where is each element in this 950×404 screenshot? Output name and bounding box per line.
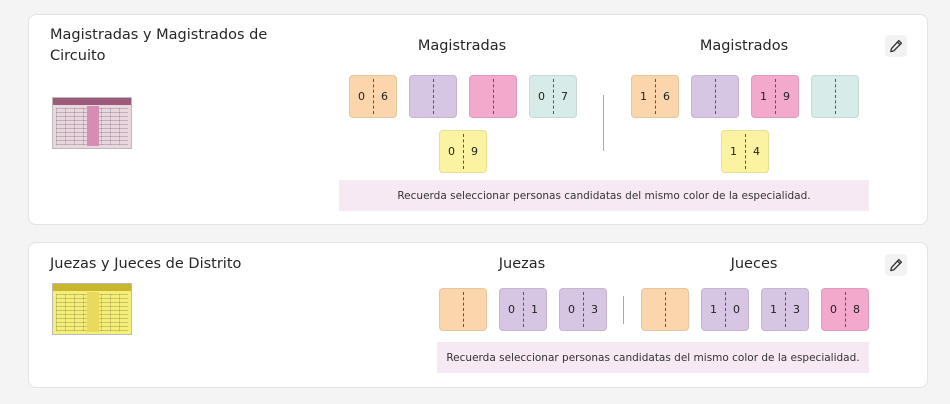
circuit-ballot-thumbnail[interactable]	[52, 97, 132, 149]
slot-digit	[493, 76, 516, 117]
circuit-card-title: Magistradas y Magistrados de Circuito	[50, 27, 268, 64]
district-edit-button[interactable]	[885, 254, 907, 276]
slot-digit: 1	[710, 303, 717, 316]
slot-digit: 7	[561, 90, 568, 103]
slot-digit: 1	[730, 145, 737, 158]
slot-digit: 1	[640, 90, 647, 103]
district-jueces-slot-3[interactable]: 1 3	[761, 288, 809, 331]
pencil-icon	[890, 39, 903, 53]
slot-digit: 0	[538, 90, 545, 103]
slot-digit	[692, 76, 715, 117]
slot-digit	[440, 289, 463, 330]
slot-digit: 3	[793, 303, 800, 316]
slot-digit	[642, 289, 665, 330]
slot-digit: 4	[753, 145, 760, 158]
circuit-color-notice: Recuerda seleccionar personas candidatas…	[339, 180, 869, 211]
slot-digit: 9	[471, 145, 478, 158]
circuit-right-group-title: Magistrados	[699, 38, 789, 54]
district-juezas-slot-1[interactable]	[439, 288, 487, 331]
slot-digit: 0	[733, 303, 740, 316]
slot-digit: 0	[358, 90, 365, 103]
circuit-magistradas-slot-4[interactable]: 0 7	[529, 75, 577, 118]
slot-digit: 1	[760, 90, 767, 103]
circuit-magistrados-slot-1[interactable]: 1 6	[631, 75, 679, 118]
district-right-group-title: Jueces	[730, 256, 778, 272]
pencil-icon	[890, 258, 903, 272]
slot-digit: 0	[830, 303, 837, 316]
slot-digit: 1	[531, 303, 538, 316]
circuit-magistradas-slot-5[interactable]: 0 9	[439, 130, 487, 173]
circuit-edit-button[interactable]	[885, 35, 907, 57]
circuit-card: Magistradas y Magistrados de Circuito Ma…	[28, 14, 928, 225]
slot-digit	[433, 76, 456, 117]
circuit-magistradas-slot-2[interactable]	[409, 75, 457, 118]
group-divider	[623, 296, 624, 324]
slot-digit: 6	[663, 90, 670, 103]
group-divider	[603, 95, 604, 151]
slot-digit: 8	[853, 303, 860, 316]
slot-digit	[835, 76, 858, 117]
slot-digit	[665, 289, 688, 330]
slot-digit	[410, 76, 433, 117]
slot-digit	[470, 76, 493, 117]
circuit-left-group-title: Magistradas	[417, 38, 507, 54]
slot-digit: 1	[770, 303, 777, 316]
slot-digit	[463, 289, 486, 330]
slot-digit	[715, 76, 738, 117]
slot-digit: 9	[783, 90, 790, 103]
district-jueces-slot-2[interactable]: 1 0	[701, 288, 749, 331]
district-card: Juezas y Jueces de Distrito Juezas Juece…	[28, 242, 928, 388]
circuit-magistrados-slot-5[interactable]: 1 4	[721, 130, 769, 173]
circuit-magistrados-slot-2[interactable]	[691, 75, 739, 118]
slot-digit: 6	[381, 90, 388, 103]
circuit-magistradas-slot-1[interactable]: 0 6	[349, 75, 397, 118]
district-left-group-title: Juezas	[498, 256, 546, 272]
district-card-title: Juezas y Jueces de Distrito	[50, 256, 242, 272]
slot-digit: 3	[591, 303, 598, 316]
district-color-notice: Recuerda seleccionar personas candidatas…	[437, 342, 869, 373]
slot-digit: 0	[448, 145, 455, 158]
district-juezas-slot-2[interactable]: 0 1	[499, 288, 547, 331]
circuit-magistradas-slot-3[interactable]	[469, 75, 517, 118]
circuit-magistrados-slot-4[interactable]	[811, 75, 859, 118]
circuit-magistrados-slot-3[interactable]: 1 9	[751, 75, 799, 118]
district-jueces-slot-1[interactable]	[641, 288, 689, 331]
slot-digit	[812, 76, 835, 117]
district-ballot-thumbnail[interactable]	[52, 283, 132, 335]
district-juezas-slot-3[interactable]: 0 3	[559, 288, 607, 331]
district-jueces-slot-4[interactable]: 0 8	[821, 288, 869, 331]
slot-digit: 0	[568, 303, 575, 316]
slot-digit: 0	[508, 303, 515, 316]
